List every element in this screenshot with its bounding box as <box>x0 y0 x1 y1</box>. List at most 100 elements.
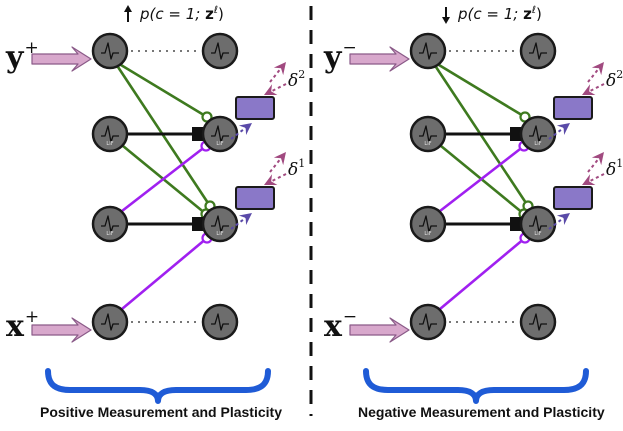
panel-negative-green-synapse-1 <box>438 63 531 123</box>
arrow-head <box>273 62 286 76</box>
synapse-line <box>121 239 205 310</box>
lif-badge: LIF <box>216 141 223 147</box>
panel-negative-neuron-lif-right-lower: LIF <box>519 205 557 243</box>
panel-negative-target-label: y− <box>324 40 357 73</box>
panel-negative-signal-arrow-lower <box>548 213 570 230</box>
panel-positive-signal-arrow-lower <box>230 213 252 230</box>
spike-trace-icon <box>529 125 547 143</box>
probability-vector: z <box>523 5 532 23</box>
input-sign: + <box>24 38 39 58</box>
input-sign: + <box>24 307 40 327</box>
panel-positive-neuron-top-right <box>201 32 239 70</box>
spike-trace-icon <box>419 215 437 233</box>
panel-negative-probability-label: p(c = 1; zℓ) <box>458 6 542 22</box>
input-symbol: x <box>324 309 342 344</box>
panel-positive-inhibitory-junction-top <box>192 127 204 141</box>
panel-negative-error-label-upper: δ2 <box>606 69 623 90</box>
delta-symbol: δ <box>288 71 299 91</box>
probability-prefix: p(c = 1; <box>140 5 206 23</box>
panel-negative-neuron-lif-right-upper: LIF <box>519 115 557 153</box>
panel-negative-feedback-arrow-out-lower <box>587 152 604 173</box>
panel-negative-input-arrow-bottom <box>349 317 410 343</box>
delta-symbol: δ <box>606 160 617 180</box>
panel-positive-purple-synapse-1 <box>121 140 212 213</box>
synapse-line <box>121 147 204 213</box>
panel-positive-probability-label: p(c = 1; zℓ) <box>140 6 224 22</box>
input-symbol: x <box>6 309 24 344</box>
probability-text: p(c = 1; z <box>458 5 532 23</box>
panel-negative-error-unit-upper <box>553 96 593 120</box>
arrow-head <box>591 62 604 76</box>
arrow-head <box>238 123 252 136</box>
panel-negative-feedback-arrow-in-lower <box>582 173 605 185</box>
delta-index: 1 <box>298 157 306 170</box>
panel-negative-feedback-arrow-in-upper <box>582 83 605 95</box>
panel-positive-purple-synapse-2 <box>121 232 213 310</box>
panel-negative-neuron-lif-left-lower: LIF <box>409 205 447 243</box>
panel-negative-green-synapse-3 <box>440 144 530 220</box>
panel-positive-input-arrow-top <box>31 46 92 72</box>
panel-positive-signal-arrow-upper <box>230 123 252 140</box>
panel-positive-target-label: y+ <box>6 40 39 73</box>
panel-negative-signal-arrow-upper <box>548 123 570 140</box>
spike-trace-icon <box>419 42 437 60</box>
delta-index: 1 <box>616 157 623 170</box>
input-symbol: y <box>324 40 342 75</box>
spike-trace-icon <box>211 215 229 233</box>
arrow-head <box>273 152 286 166</box>
arrow-head <box>591 152 604 166</box>
spike-trace-icon <box>101 215 119 233</box>
panel-negative-feedback-arrow-out-upper <box>587 62 604 83</box>
spike-trace-icon <box>529 313 547 331</box>
spike-trace-icon <box>211 125 229 143</box>
panel-negative-neuron-bottom-right <box>519 303 557 341</box>
spike-trace-icon <box>101 42 119 60</box>
input-symbol: y <box>6 40 24 75</box>
panel-positive-feedback-arrow-in-upper <box>264 83 287 95</box>
panel-negative-purple-synapse-2 <box>439 232 531 310</box>
input-sign: − <box>342 38 357 58</box>
delta-index: 2 <box>298 68 306 81</box>
arrow-head <box>238 213 252 226</box>
panel-positive-error-unit-lower <box>235 186 275 210</box>
panel-negative-input-arrow-top <box>349 46 410 72</box>
spike-trace-icon <box>211 313 229 331</box>
panel-positive-neuron-bottom-left <box>91 303 129 341</box>
panel-positive-neuron-lif-right-lower: LIF <box>201 205 239 243</box>
spike-trace-icon <box>101 313 119 331</box>
panel-positive-grouping-brace <box>45 368 271 404</box>
delta-index: 2 <box>616 68 623 81</box>
spike-trace-icon <box>419 125 437 143</box>
lif-badge: LIF <box>216 231 223 237</box>
panel-negative-neuron-top-left <box>409 32 447 70</box>
panel-negative-inhibitory-junction-top <box>510 127 522 141</box>
panel-positive-neuron-lif-left-upper: LIF <box>91 115 129 153</box>
spike-trace-icon <box>529 42 547 60</box>
panel-positive-neuron-lif-right-upper: LIF <box>201 115 239 153</box>
synapse-line <box>120 63 204 116</box>
probability-close: ) <box>535 5 542 23</box>
panel-negative-caption: Negative Measurement and Plasticity <box>358 404 605 420</box>
panel-negative-neuron-bottom-left <box>409 303 447 341</box>
synapse-line <box>439 147 522 213</box>
arrow-head <box>582 84 596 95</box>
arrow-head <box>556 123 570 136</box>
panel-negative-error-label-lower: δ1 <box>606 158 623 179</box>
spike-trace-icon <box>529 215 547 233</box>
panel-positive-inhibitory-junction-bottom <box>192 217 204 231</box>
spike-trace-icon <box>419 313 437 331</box>
panel-positive-green-synapse-3 <box>122 144 212 220</box>
panel-positive-neuron-bottom-right <box>201 303 239 341</box>
probability-vector: z <box>205 5 214 23</box>
delta-symbol: δ <box>606 71 617 91</box>
panel-positive-error-unit-upper <box>235 96 275 120</box>
panel-negative-inhibitory-junction-bottom <box>510 217 522 231</box>
probability-close: ) <box>217 5 224 23</box>
lif-badge: LIF <box>534 231 541 237</box>
panel-positive-feedback-arrow-in-lower <box>264 173 287 185</box>
probability-superscript: ℓ <box>531 5 536 16</box>
panel-positive-feedback-arrow-out-lower <box>269 152 286 173</box>
panel-positive-error-label-lower: δ1 <box>288 158 305 179</box>
panel-positive-input-label: x+ <box>6 309 39 342</box>
